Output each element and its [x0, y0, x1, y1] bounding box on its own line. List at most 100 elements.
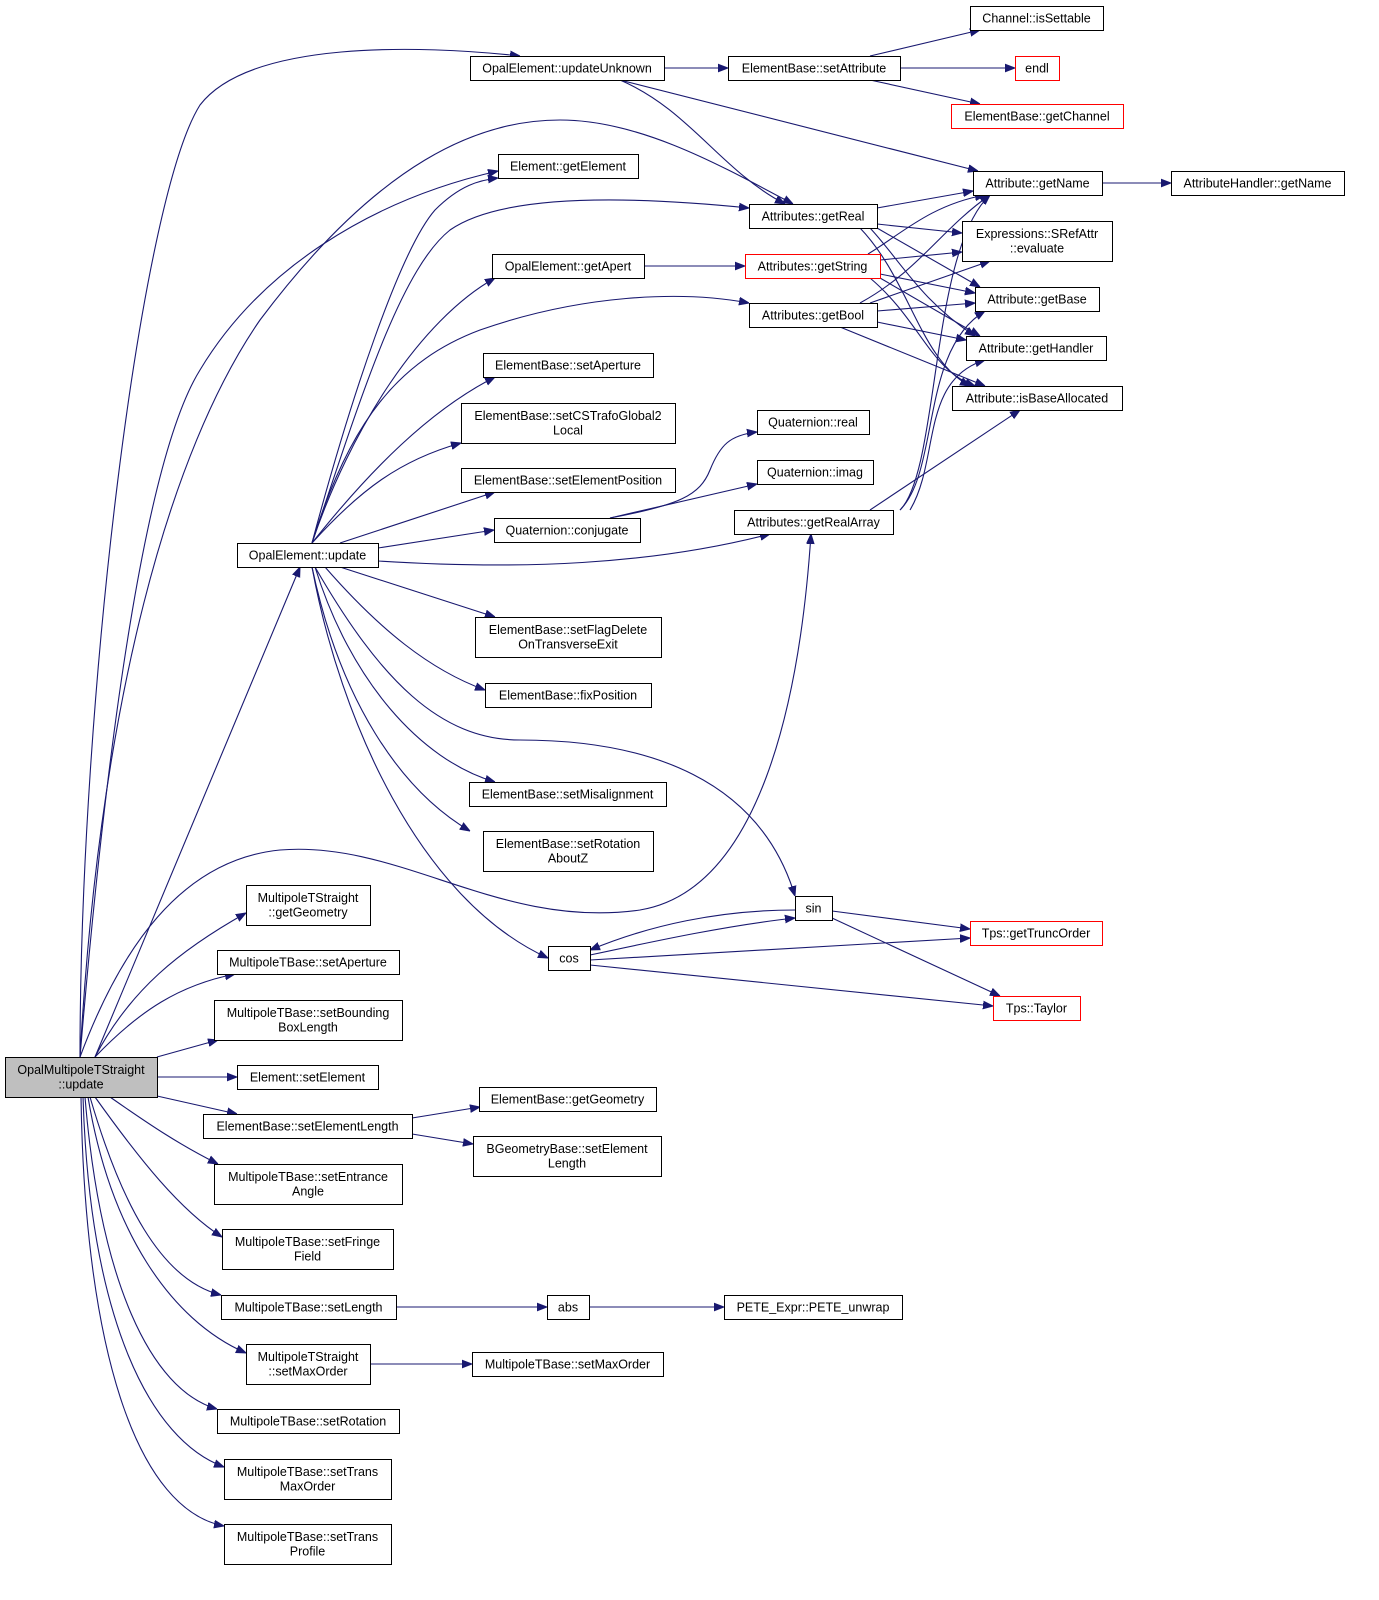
node-label: Angle	[292, 1185, 324, 1199]
node-box	[224, 1524, 392, 1565]
node-box	[224, 1459, 392, 1500]
node-eb-set-element-position[interactable]: ElementBase::setElementPosition	[461, 468, 676, 493]
edge-root-to-mtb_set_fringe_field	[94, 1096, 222, 1237]
node-label: MultipoleTBase::setFringe	[235, 1235, 380, 1249]
node-mts-get-geometry[interactable]: MultipoleTStraight::getGeometry	[246, 885, 371, 926]
node-endl[interactable]: endl	[1015, 56, 1060, 81]
node-quaternion-imag[interactable]: Quaternion::imag	[757, 460, 874, 485]
node-mtb-set-max-order[interactable]: MultipoleTBase::setMaxOrder	[472, 1352, 664, 1377]
node-quaternion-conjugate[interactable]: Quaternion::conjugate	[494, 518, 641, 543]
node-label: Length	[548, 1157, 586, 1171]
node-quaternion-real[interactable]: Quaternion::real	[757, 410, 870, 435]
edge-root-to-attributes_get_real_array	[79, 534, 811, 1058]
node-attribute-get-name[interactable]: Attribute::getName	[973, 171, 1103, 196]
node-label: Attributes::getReal	[762, 209, 865, 223]
node-mtb-set-rotation[interactable]: MultipoleTBase::setRotation	[217, 1409, 400, 1434]
edge-opal_update-to-eb_set_aperture	[311, 377, 495, 544]
node-eb-get-channel[interactable]: ElementBase::getChannel	[951, 104, 1124, 129]
node-box	[483, 353, 654, 378]
node-box	[749, 303, 878, 328]
edge-opal_update-to-eb_set_cstrafo	[311, 443, 461, 544]
node-opal-update-unknown[interactable]: OpalElement::updateUnknown	[470, 56, 665, 81]
node-abs[interactable]: abs	[547, 1295, 590, 1320]
node-label: MultipoleTBase::setEntrance	[228, 1170, 388, 1184]
node-eb-fix-position[interactable]: ElementBase::fixPosition	[485, 683, 652, 708]
edge-opal_update-to-eb_set_rotation_aboutz	[311, 566, 470, 831]
node-attribute-get-handler[interactable]: Attribute::getHandler	[966, 336, 1107, 361]
node-opal-update[interactable]: OpalElement::update	[237, 543, 379, 568]
edge-opal_update-to-eb_set_flag_delete	[339, 566, 495, 617]
node-box	[479, 1087, 657, 1112]
node-label: Attributes::getBool	[762, 308, 864, 322]
edge-opal_update-to-quaternion_conjugate	[377, 530, 494, 549]
edge-cos-to-tps_get_trunc_order	[589, 938, 970, 961]
node-channel-is-settable[interactable]: Channel::isSettable	[970, 6, 1104, 31]
node-sin[interactable]: sin	[795, 896, 833, 921]
node-mtb-set-length[interactable]: MultipoleTBase::setLength	[221, 1295, 397, 1320]
node-eb-set-aperture[interactable]: ElementBase::setAperture	[483, 353, 654, 378]
node-attribute-get-base[interactable]: Attribute::getBase	[975, 287, 1100, 312]
edge-root-to-mts_set_max_order	[87, 1096, 246, 1353]
edge-cos-to-sin	[589, 918, 795, 956]
node-root[interactable]: OpalMultipoleTStraight::update	[5, 1057, 158, 1098]
node-eb-set-attribute[interactable]: ElementBase::setAttribute	[728, 56, 901, 81]
edge-root-to-mts_get_geometry	[94, 913, 246, 1058]
node-label: Element::getElement	[510, 159, 627, 173]
edge-attributes_get_bool-to-attribute_is_base_allocated	[839, 326, 985, 386]
node-label: ElementBase::setElementPosition	[474, 473, 662, 487]
node-eb-set-misalignment[interactable]: ElementBase::setMisalignment	[469, 782, 667, 807]
node-bgeom-set-element-length[interactable]: BGeometryBase::setElementLength	[473, 1136, 662, 1177]
node-attribute-is-base-allocated[interactable]: Attribute::isBaseAllocated	[952, 386, 1123, 411]
node-label: OpalElement::getApert	[505, 259, 632, 273]
node-mts-set-max-order[interactable]: MultipoleTStraight::setMaxOrder	[246, 1344, 371, 1385]
edge-attributes_get_real-to-attribute_get_base	[876, 227, 980, 287]
nodes: OpalMultipoleTStraight::update OpalElemen…	[5, 6, 1345, 1565]
edge-quaternion_conjugate-to-quaternion_imag	[609, 484, 757, 519]
node-pete-unwrap[interactable]: PETE_Expr::PETE_unwrap	[724, 1295, 903, 1320]
node-label: Quaternion::imag	[767, 465, 863, 479]
node-label: ElementBase::setAperture	[495, 358, 641, 372]
node-attributes-get-real[interactable]: Attributes::getReal	[749, 204, 878, 229]
node-eb-set-element-length[interactable]: ElementBase::setElementLength	[203, 1114, 413, 1139]
node-label: AttributeHandler::getName	[1184, 176, 1332, 190]
edge-opal_update-to-element_get_element	[311, 178, 498, 544]
edge-sin-to-tps_get_trunc_order	[831, 910, 970, 929]
node-label: Channel::isSettable	[982, 11, 1090, 25]
node-eb-set-flag-delete[interactable]: ElementBase::setFlagDeleteOnTransverseEx…	[475, 617, 662, 658]
node-element-get-element[interactable]: Element::getElement	[498, 154, 639, 179]
node-mtb-set-aperture[interactable]: MultipoleTBase::setAperture	[217, 950, 400, 975]
node-box	[498, 154, 639, 179]
node-box	[962, 221, 1113, 262]
node-label: ElementBase::setElementLength	[216, 1119, 398, 1133]
node-eb-get-geometry[interactable]: ElementBase::getGeometry	[479, 1087, 657, 1112]
node-box	[473, 1136, 662, 1177]
node-tps-get-trunc-order[interactable]: Tps::getTruncOrder	[970, 921, 1103, 946]
node-attributes-get-real-array[interactable]: Attributes::getRealArray	[734, 510, 894, 535]
node-label: ::getGeometry	[268, 906, 348, 920]
node-element-set-element[interactable]: Element::setElement	[237, 1065, 379, 1090]
node-attributes-get-bool[interactable]: Attributes::getBool	[749, 303, 878, 328]
edge-attributes_get_string-to-expressions_srefattr_evaluate	[879, 252, 962, 261]
node-opal-get-apert[interactable]: OpalElement::getApert	[492, 254, 645, 279]
node-attributes-get-string[interactable]: Attributes::getString	[745, 254, 881, 279]
node-label: Attributes::getRealArray	[747, 515, 880, 529]
node-box	[734, 510, 894, 535]
node-attribute-handler-get-name[interactable]: AttributeHandler::getName	[1171, 171, 1345, 196]
node-label: Tps::getTruncOrder	[982, 926, 1091, 940]
node-label: Profile	[290, 1545, 325, 1559]
node-tps-taylor[interactable]: Tps::Taylor	[993, 996, 1081, 1021]
node-box	[795, 896, 833, 921]
edge-attributes_get_real_array-to-attribute_get_base	[899, 311, 985, 511]
node-label: MultipoleTBase::setTrans	[237, 1530, 378, 1544]
node-box	[475, 617, 662, 658]
node-cos[interactable]: cos	[548, 946, 591, 971]
edge-attributes_get_string-to-attribute_get_base	[879, 273, 975, 293]
node-expressions-srefattr-evaluate[interactable]: Expressions::SRefAttr::evaluate	[962, 221, 1113, 262]
